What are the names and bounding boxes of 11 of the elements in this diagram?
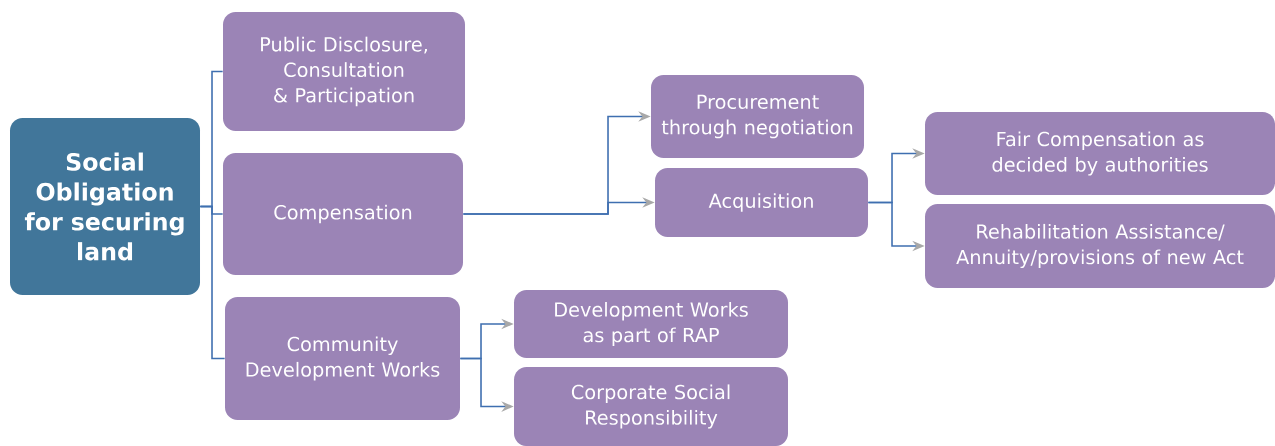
root-box: Social Obligation for securing land: [10, 118, 200, 295]
category-box: Corporate Social Responsibility: [514, 367, 788, 446]
category-box: Rehabilitation Assistance/ Annuity/provisions of new Act: [925, 204, 1275, 288]
category-box: Development Works as part of RAP: [514, 290, 788, 358]
category-box: Compensation: [223, 153, 463, 275]
connector: [199, 205, 226, 360]
category-box: Fair Compensation as decided by authorities: [925, 112, 1275, 195]
category-box: Community Development Works: [225, 297, 460, 420]
category-box: Acquisition: [655, 168, 868, 237]
category-box: Procurement through negotiation: [651, 75, 864, 158]
category-box: Public Disclosure, Consultation & Participation: [223, 12, 465, 131]
